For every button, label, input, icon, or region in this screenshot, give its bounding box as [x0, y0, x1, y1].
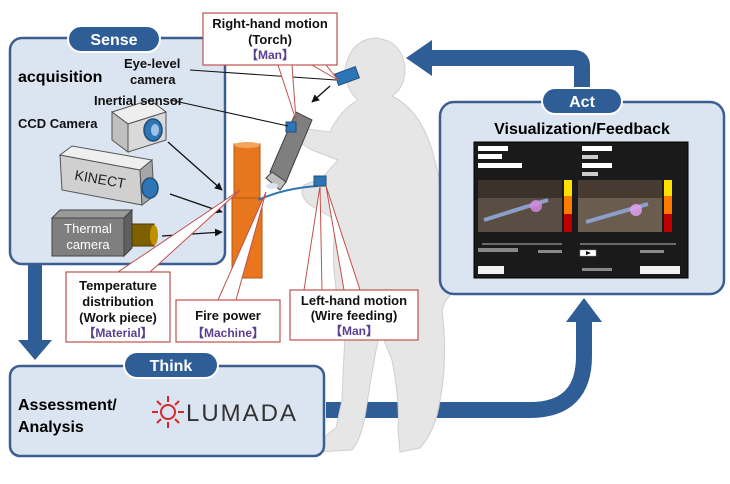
ccd-camera-label: CCD Camera [18, 116, 98, 131]
video-frame-left [478, 180, 572, 232]
act-title: Act [569, 94, 595, 111]
act-heading: Visualization/Feedback [494, 121, 670, 138]
arrow-think-to-act-head [566, 298, 602, 322]
callout-fire-power: Fire power 【Machine】 [175, 191, 281, 343]
thermal-camera-icon: Thermal camera [50, 208, 158, 258]
arrow-sense-to-think-head [18, 340, 52, 360]
ccd-camera-icon [110, 99, 168, 153]
arrow-act-to-worker-head [406, 40, 432, 76]
temperature-label-line3: (Work piece) [79, 310, 157, 325]
sense-title: Sense [90, 32, 137, 49]
feedback-screen [473, 141, 689, 279]
lumada-wordmark: LUMADA [186, 400, 298, 427]
arrow-think-to-act-shaft [326, 320, 592, 418]
lumada-logo: LUMADA [152, 396, 298, 428]
left-hand-tag: 【Man】 [330, 323, 378, 338]
fire-power-tag: 【Machine】 [192, 325, 264, 340]
temperature-tag: 【Material】 [83, 325, 152, 340]
left-hand-label-line1: Left-hand motion [301, 293, 407, 308]
welding-torch [265, 111, 313, 191]
inertial-sensor-label: Inertial sensor [94, 93, 183, 108]
inertial-sensor-left [313, 175, 327, 187]
flow-arrows [18, 40, 602, 418]
worker-silhouette [295, 37, 455, 453]
think-label-line2: Analysis [18, 419, 84, 436]
right-hand-tag: 【Man】 [246, 47, 294, 62]
temperature-label-line2: distribution [82, 294, 154, 309]
eye-camera-label-line2: camera [130, 72, 176, 87]
thermal-label-line1: Thermal [64, 221, 112, 236]
sense-acquisition-label: acquisition [18, 69, 102, 86]
left-hand-label-line2: (Wire feeding) [311, 308, 398, 323]
think-panel: Think Assessment/ Analysis LUMADA [8, 351, 326, 458]
right-hand-label-line2: (Torch) [248, 32, 292, 47]
think-label-line1: Assessment/ [18, 397, 117, 414]
kinect-sensor-icon: KINECT [58, 145, 159, 206]
callout-right-hand: Right-hand motion (Torch) 【Man】 [202, 12, 339, 121]
right-hand-label-line1: Right-hand motion [212, 16, 328, 31]
act-title-pill [541, 87, 623, 115]
thermal-label-line2: camera [66, 237, 110, 252]
arrow-sense-to-think-shaft [28, 262, 42, 342]
inertial-sensor-right [285, 121, 297, 133]
sense-panel: Sense acquisition CCD Camera KINECT The [8, 25, 227, 266]
think-title-pill [123, 351, 219, 379]
fire-power-label: Fire power [195, 308, 261, 323]
arrow-act-to-worker-shaft [430, 50, 590, 98]
sense-title-pill [67, 25, 161, 53]
callout-temperature: Temperature distribution (Work piece) 【M… [65, 189, 241, 343]
act-panel: Act Visualization/Feedback [438, 87, 726, 296]
video-frame-right [578, 180, 672, 232]
lumada-sun-icon [152, 396, 184, 428]
temperature-label-line1: Temperature [79, 278, 157, 293]
eye-camera-label-line1: Eye-level [124, 56, 180, 71]
think-title: Think [150, 358, 193, 375]
callout-left-hand: Left-hand motion (Wire feeding) 【Man】 [289, 185, 419, 341]
